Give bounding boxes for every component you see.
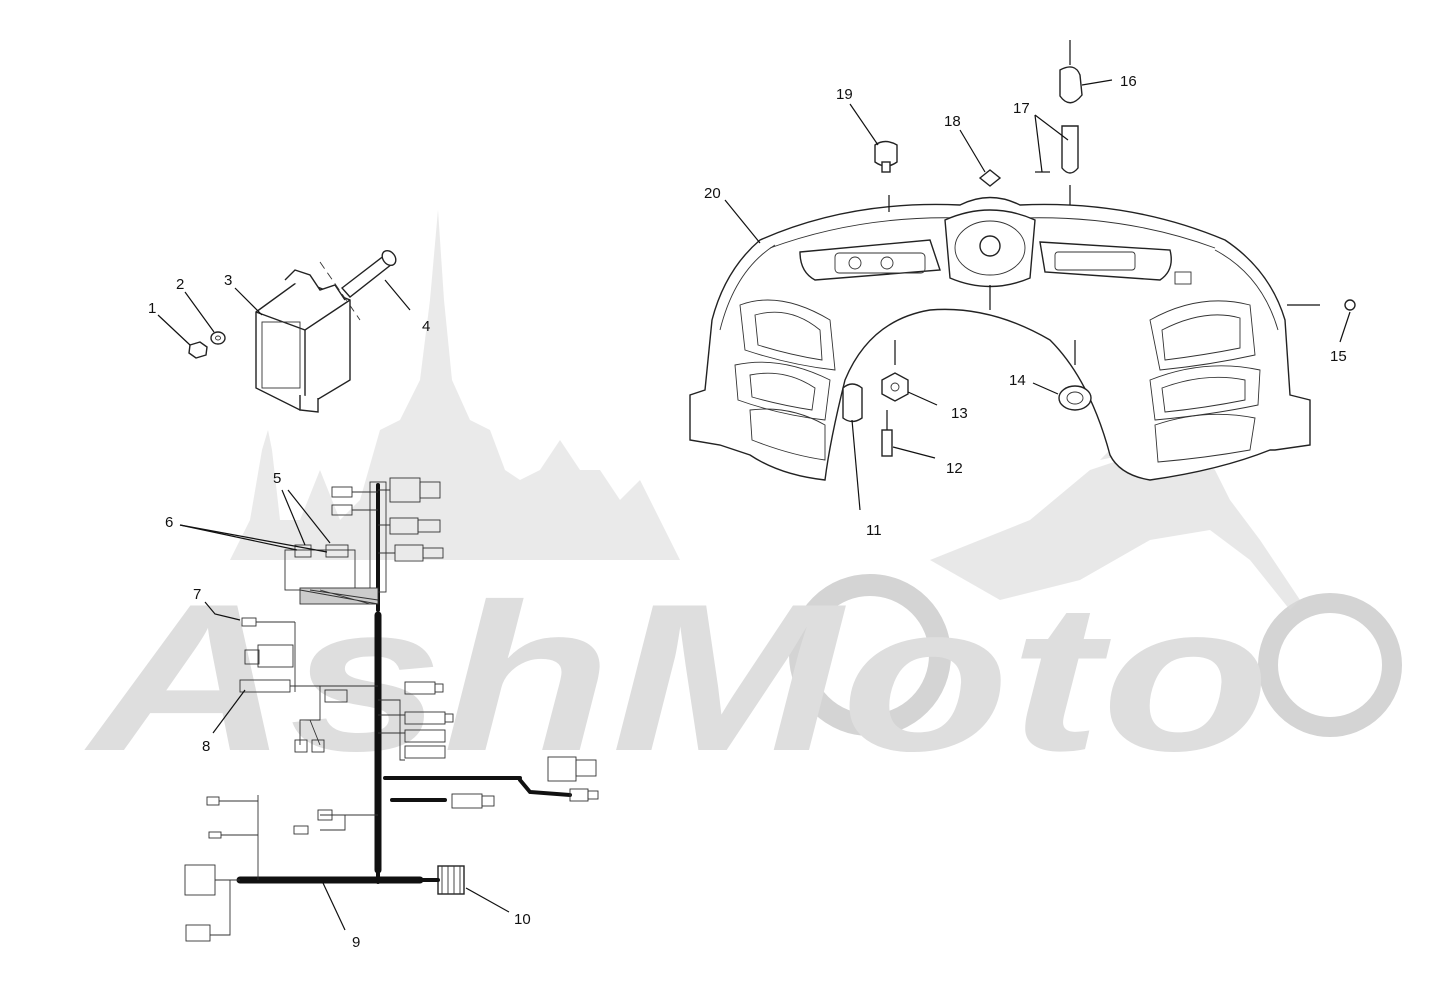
callout-4: 4 <box>422 318 430 335</box>
callout-13: 13 <box>951 405 968 422</box>
callout-17: 17 <box>1013 100 1030 117</box>
callout-20: 20 <box>704 185 721 202</box>
wiring-harness <box>184 477 599 942</box>
callout-8: 8 <box>202 738 210 755</box>
callout-12: 12 <box>946 460 963 477</box>
callout-19: 19 <box>836 86 853 103</box>
leader-lines <box>157 79 1351 931</box>
callout-labels: 1 2 3 4 5 6 7 8 9 10 11 12 13 14 15 16 1… <box>148 73 1347 951</box>
callout-11: 11 <box>866 522 882 539</box>
callout-1: 1 <box>148 300 156 317</box>
callout-7: 7 <box>193 586 201 603</box>
callout-9: 9 <box>352 934 360 951</box>
dash-panel <box>689 40 1356 481</box>
regulator-assembly <box>188 249 397 413</box>
callout-10: 10 <box>514 911 531 928</box>
callout-16: 16 <box>1120 73 1137 90</box>
callout-5: 5 <box>273 470 281 487</box>
callout-18: 18 <box>944 113 961 130</box>
callout-2: 2 <box>176 276 184 293</box>
watermark-text: AshMoto <box>83 560 1270 795</box>
callout-3: 3 <box>224 272 232 289</box>
callout-15: 15 <box>1330 348 1347 365</box>
callout-6: 6 <box>165 514 173 531</box>
callout-14: 14 <box>1009 372 1026 389</box>
